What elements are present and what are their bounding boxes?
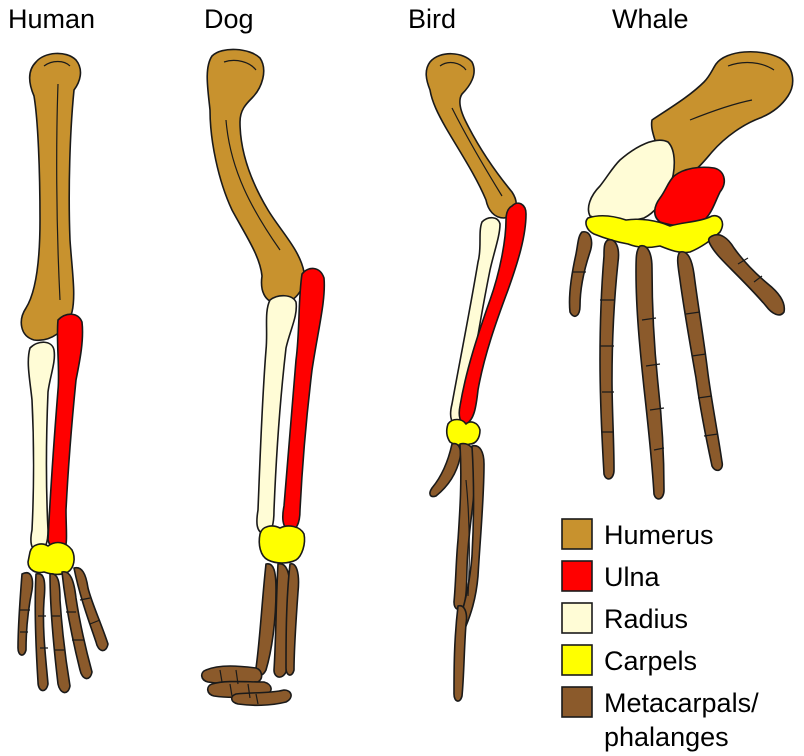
dog-humerus bbox=[207, 49, 304, 304]
legend-swatch-ulna bbox=[562, 561, 592, 591]
bird-forelimb bbox=[426, 54, 526, 701]
legend-label-radius: Radius bbox=[604, 604, 688, 634]
legend-label-humerus: Humerus bbox=[604, 520, 714, 550]
bird-carpels bbox=[447, 420, 480, 446]
legend-label-carpels: Carpels bbox=[604, 646, 697, 676]
whale-forelimb bbox=[569, 52, 792, 499]
legend-swatch-radius bbox=[562, 603, 592, 633]
legend-label-ulna: Ulna bbox=[604, 562, 661, 592]
human-metacarpals bbox=[18, 568, 108, 693]
legend-label-phalanges: phalanges bbox=[604, 722, 729, 752]
title-bird: Bird bbox=[408, 4, 456, 34]
human-carpels bbox=[28, 543, 74, 575]
legend-swatch-carpels bbox=[562, 645, 592, 675]
whale-metacarpals bbox=[569, 232, 784, 499]
human-humerus bbox=[21, 53, 80, 340]
dog-metacarpals bbox=[202, 564, 299, 706]
title-whale: Whale bbox=[612, 4, 689, 34]
title-dog: Dog bbox=[204, 4, 254, 34]
legend-label-metacarpals: Metacarpals/ bbox=[604, 688, 759, 718]
human-forelimb bbox=[18, 53, 108, 692]
legend: Humerus Ulna Radius Carpels Metacarpals/… bbox=[562, 519, 759, 752]
title-human: Human bbox=[8, 4, 95, 34]
bird-metacarpals bbox=[430, 444, 484, 701]
dog-carpels bbox=[259, 526, 304, 563]
legend-swatch-metacarpals bbox=[562, 687, 592, 717]
bird-humerus bbox=[426, 54, 516, 218]
dog-forelimb bbox=[202, 49, 325, 705]
legend-swatch-humerus bbox=[562, 519, 592, 549]
